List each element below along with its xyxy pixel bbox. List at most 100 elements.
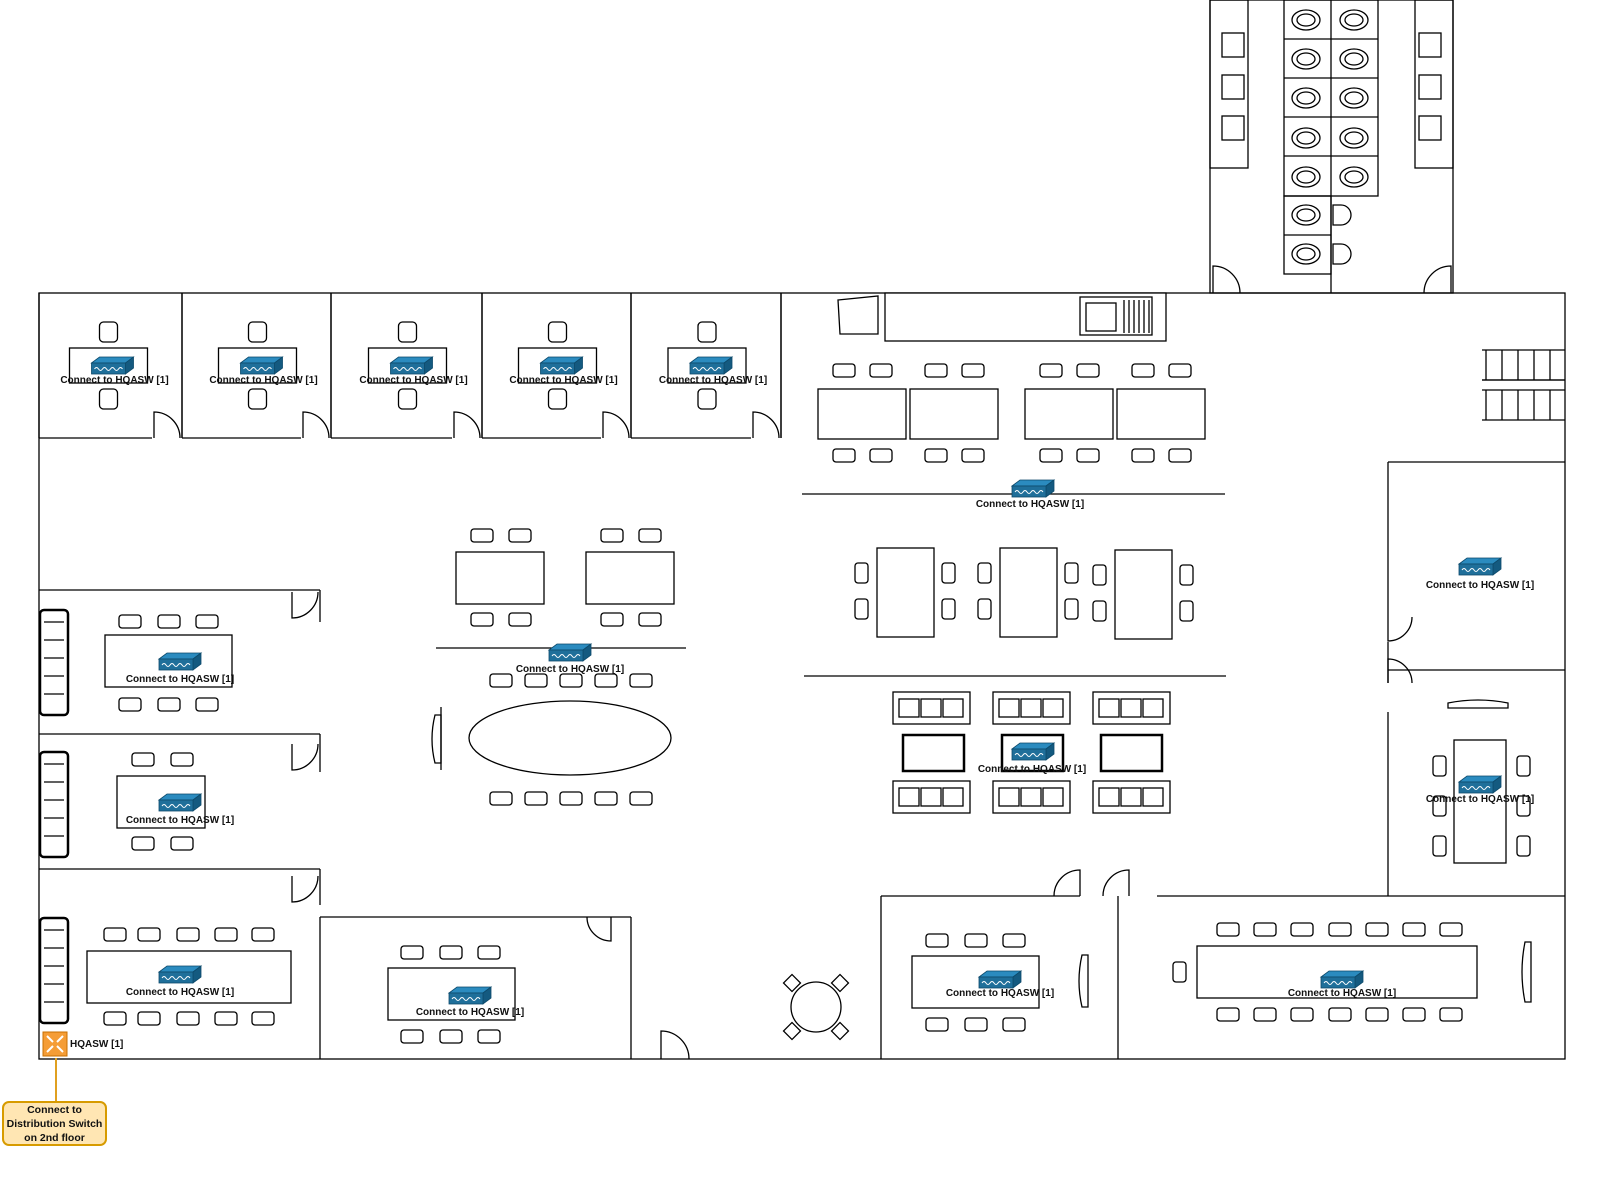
chair-icon [1092,564,1107,586]
network-switch-icon[interactable] [447,986,493,1005]
chair-icon [131,752,155,767]
network-switch-icon[interactable] [688,356,734,375]
chair-icon [470,528,494,543]
chair-icon [508,612,532,627]
office-chair-icon [247,321,268,343]
chair-icon [629,673,653,688]
switch-label: Connect to HQASW [1] [126,815,234,826]
door-icon [1212,265,1241,294]
chair-icon [1439,922,1463,937]
switch-label: Connect to HQASW [1] [509,375,617,386]
network-switch-icon[interactable] [90,356,135,375]
chair-icon [1168,448,1192,463]
chair-icon [1365,922,1389,937]
desk-icon [585,551,675,605]
network-switch-icon[interactable] [157,965,203,984]
network-switch-icon[interactable] [1010,479,1056,498]
desk-icon [1453,739,1507,864]
network-switch-icon[interactable] [1319,970,1365,989]
desk-icon [876,547,935,638]
sofa-icon [1120,787,1142,807]
door-icon [1053,869,1081,897]
chair-icon [782,973,802,993]
desk-icon [455,551,545,605]
switch-labels: Connect to HQASW [1] Connect to HQASW [1]… [60,375,1534,1018]
chair-icon [137,1011,161,1026]
door-icon [302,411,330,439]
network-switch-icon[interactable] [239,356,284,375]
toilet-icon [1296,91,1316,105]
chair-icon [1168,363,1192,378]
chair-icon [470,612,494,627]
chair-icon [176,1011,200,1026]
chair-icon [830,1021,850,1041]
coffee-table-icon [1099,733,1164,773]
router-icon[interactable] [42,1031,68,1057]
chair-icon [1179,600,1194,622]
chair-icon [1172,961,1187,983]
chair-icon [594,673,618,688]
door-icon [453,411,481,439]
doors [153,265,1452,1060]
chair-icon [1290,922,1314,937]
furniture [38,9,1565,1044]
network-switch-icon[interactable] [547,643,593,662]
chair-icon [118,614,142,629]
chair-icon [977,562,992,584]
switch-label: Connect to HQASW [1] [416,1007,524,1018]
network-switch-icon[interactable] [1457,557,1503,576]
sofa-icon [1020,787,1042,807]
chair-icon [131,836,155,851]
chair-icon [638,528,662,543]
chair-icon [524,791,548,806]
toilet-icon [1344,91,1364,105]
office-chair-icon [397,321,418,343]
chair-icon [1216,1007,1240,1022]
office-chair-icon [247,388,268,410]
sink-icon [1221,74,1245,100]
chair-icon [1076,363,1100,378]
sofa-icon [920,787,942,807]
chair-icon [1432,755,1447,777]
chair-icon [170,752,194,767]
switch-label: Connect to HQASW [1] [516,664,624,675]
network-switch-icon[interactable] [157,652,203,671]
switch-label: Connect to HQASW [1] [946,988,1054,999]
network-switch-icon[interactable] [389,356,434,375]
sofa-icon [998,698,1020,718]
chair-icon [638,612,662,627]
chair-icon [1516,755,1531,777]
chair-icon [1516,835,1531,857]
sofa-icon [998,787,1020,807]
desk-icon [1024,388,1114,440]
door-icon [1387,658,1413,684]
sofa-icon [1098,787,1120,807]
switch-label: Connect to HQASW [1] [126,674,234,685]
door-icon [153,411,181,439]
sofa-icon [1142,787,1164,807]
network-switch-icon[interactable] [539,356,584,375]
network-switch-icon[interactable] [157,793,203,812]
chair-icon [600,612,624,627]
toilet-icon [1344,13,1364,27]
chair-icon [170,836,194,851]
chair-icon [961,448,985,463]
shelf-icon [38,750,70,859]
network-switch-icon[interactable] [977,970,1023,989]
chair-icon [1402,922,1426,937]
door-icon [1423,265,1452,294]
network-switch-icon[interactable] [1457,775,1503,794]
desk-icon [999,547,1058,638]
chair-icon [176,927,200,942]
chair-icon [508,528,532,543]
chair-icon [977,598,992,620]
sofa-icon [898,787,920,807]
chair-icon [964,933,988,948]
urinal-icon [1332,243,1352,265]
chair-icon [251,1011,275,1026]
chair-icon [832,363,856,378]
network-switch-icon[interactable] [1010,742,1056,761]
chair-icon [439,1029,463,1044]
sofa-icon [942,787,964,807]
